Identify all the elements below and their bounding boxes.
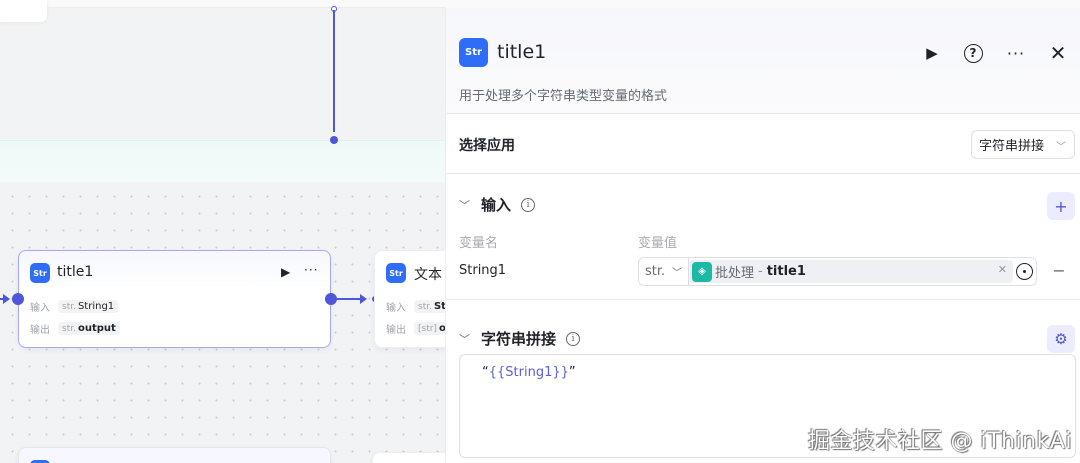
variable-name: ou (438, 323, 445, 334)
variable-name: String1 (77, 301, 115, 312)
close-icon: ✕ (1049, 41, 1067, 65)
app-select-label: 选择应用 (459, 138, 515, 154)
more-icon: ··· (1006, 43, 1026, 63)
node-config-panel: Str title1 ▶ ? ··· ✕ 用于处理多个字符串类型变量的格式 选择… (445, 8, 1080, 463)
batch-container-footer (0, 140, 445, 182)
connector-edge-vertical (333, 10, 335, 132)
gear-icon: ⚙ (1054, 330, 1068, 348)
input-section-header[interactable]: ﹀ 输入 i (459, 194, 536, 215)
info-icon[interactable]: i (566, 331, 581, 346)
row-label: 输出 (386, 325, 406, 336)
minus-icon: − (1052, 260, 1066, 280)
reference-variable: title1 (766, 264, 806, 279)
reference-source: 批处理 (715, 266, 755, 281)
canvas-tab-stub[interactable] (0, 0, 47, 22)
workflow-node-title1[interactable]: Str title1 ▶ ··· 输入 str.String1 输出 str.o… (18, 250, 331, 348)
panel-top-strip (445, 0, 1080, 8)
type-value: str. (645, 264, 666, 279)
str-plugin-icon: Str (30, 263, 50, 283)
plus-icon: + (1054, 196, 1068, 216)
str-plugin-icon: Str (459, 38, 488, 67)
concat-section-header[interactable]: ﹀ 字符串拼接 i (459, 328, 581, 349)
app-select-section: 选择应用 字符串拼接 ﹀ (446, 114, 1080, 174)
node-input-row: 输入 str.String1 (30, 299, 119, 314)
variable-picker-icon[interactable] (1016, 263, 1033, 280)
run-button[interactable]: ▶ (920, 41, 944, 65)
play-icon: ▶ (926, 44, 938, 62)
variable-value-field[interactable]: str. ﹀ ◈ 批处理 - title1 ✕ (638, 257, 1037, 286)
chevron-down-icon: ﹀ (672, 268, 682, 279)
chevron-down-icon[interactable]: ﹀ (459, 198, 470, 212)
app-select-value: 字符串拼接 (979, 139, 1045, 154)
variable-tag: str.Str (414, 300, 445, 313)
connector-port[interactable] (330, 136, 338, 144)
variable-name: output (77, 323, 116, 334)
settings-button[interactable]: ⚙ (1047, 325, 1075, 353)
str-plugin-icon: Str (386, 263, 406, 283)
workflow-node-text[interactable]: Str 文本 输入 str.Str 输出 [str]ou (374, 250, 445, 348)
row-label: 输入 (386, 303, 406, 314)
edge-to-next-node (337, 298, 363, 300)
close-quote: ” (568, 365, 576, 380)
column-header-name: 变量名 (459, 236, 499, 251)
open-quote: “ (482, 365, 489, 380)
info-icon[interactable]: i (521, 197, 536, 212)
workflow-node-partial[interactable] (18, 447, 331, 463)
run-icon[interactable]: ▶ (281, 265, 291, 279)
column-header-value: 变量值 (638, 236, 678, 251)
help-button[interactable]: ? (961, 41, 985, 65)
app-select-dropdown[interactable]: 字符串拼接 ﹀ (971, 130, 1075, 159)
concat-section: ﹀ 字符串拼接 i ⚙ “{{String1}}” (446, 300, 1080, 463)
chevron-down-icon: ﹀ (1056, 142, 1066, 153)
remove-variable-button[interactable]: − (1051, 260, 1067, 280)
type-select[interactable]: str. ﹀ (639, 258, 689, 285)
section-title: 输入 (481, 196, 512, 214)
add-variable-button[interactable]: + (1047, 192, 1075, 220)
close-button[interactable]: ✕ (1046, 41, 1070, 65)
row-label: 输出 (30, 325, 50, 336)
more-icon[interactable]: ··· (304, 263, 319, 277)
variable-name-field[interactable]: String1 (459, 263, 507, 278)
variable-tag: str.String1 (58, 300, 119, 313)
node-title: title1 (57, 264, 94, 280)
chevron-down-icon[interactable]: ﹀ (459, 332, 470, 346)
section-title: 字符串拼接 (481, 330, 557, 348)
panel-description: 用于处理多个字符串类型变量的格式 (459, 89, 668, 104)
variable-reference-chip[interactable]: ◈ 批处理 - title1 ✕ (689, 260, 1013, 283)
type-label: str. (62, 302, 76, 312)
variable-tag: [str]ou (414, 322, 445, 335)
watermark: 掘金技术社区 @ iThinkAi (808, 429, 1072, 454)
node-output-row: 输出 [str]ou (386, 321, 445, 336)
node-title: 文本 (414, 267, 442, 283)
input-section: ﹀ 输入 i + 变量名 变量值 String1 str. ﹀ ◈ 批处理 - … (446, 174, 1080, 300)
template-variable: {{String1}} (488, 365, 569, 380)
row-label: 输入 (30, 303, 50, 314)
panel-header: Str title1 ▶ ? ··· ✕ 用于处理多个字符串类型变量的格式 (446, 8, 1080, 114)
clear-reference-icon[interactable]: ✕ (997, 263, 1007, 276)
node-input-row: 输入 str.Str (386, 299, 445, 314)
variable-tag: str.output (58, 322, 120, 335)
batch-layers-icon: ◈ (692, 261, 712, 282)
concat-template-editor[interactable]: “{{String1}}” (459, 354, 1076, 458)
output-port[interactable] (325, 293, 337, 305)
input-port[interactable] (12, 293, 24, 305)
help-icon: ? (963, 43, 983, 63)
panel-title[interactable]: title1 (497, 41, 547, 63)
reference-separator: - (758, 264, 763, 279)
variable-name: Str (433, 301, 445, 312)
workflow-canvas[interactable]: Str title1 ▶ ··· 输入 str.String1 输出 str.o… (0, 0, 445, 463)
type-label: str. (62, 324, 76, 334)
str-plugin-icon (30, 460, 50, 463)
arrow-icon (3, 294, 10, 304)
incoming-edge (0, 298, 4, 300)
type-label: str. (418, 302, 432, 312)
node-output-row: 输出 str.output (30, 321, 120, 336)
canvas-upper-area (0, 8, 445, 140)
arrow-icon (360, 294, 367, 304)
more-button[interactable]: ··· (1004, 41, 1028, 65)
canvas-top-strip (0, 0, 445, 8)
workflow-node-partial[interactable] (372, 452, 445, 463)
type-label: [str] (418, 324, 437, 334)
